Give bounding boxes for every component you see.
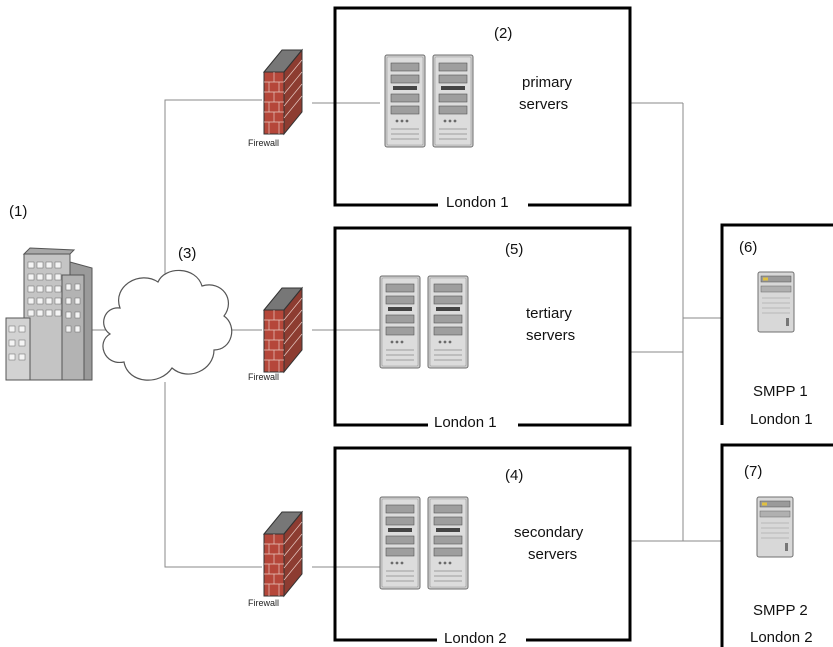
office-number: (1) — [9, 203, 27, 220]
connection-lines — [92, 99, 722, 568]
secondary-servers-box: (4) secondary servers London 2 — [333, 446, 632, 647]
server-icon — [756, 496, 794, 558]
secondary-label-line2: servers — [528, 546, 577, 563]
tertiary-site: London 1 — [434, 414, 497, 431]
internet-node: (3) — [102, 245, 233, 381]
smpp1-box: (6) SMPP 1 London 1 — [720, 223, 833, 428]
firewall-top: Firewall — [248, 49, 303, 148]
tertiary-label-line2: servers — [526, 327, 575, 344]
firewall-middle-caption: Firewall — [248, 372, 279, 382]
primary-label-line2: servers — [519, 96, 568, 113]
server-icon — [757, 271, 795, 333]
firewall-icon — [263, 511, 303, 597]
smpp2-box: (7) SMPP 2 London 2 — [720, 443, 833, 647]
tertiary-servers-box: (5) tertiary servers London 1 — [333, 226, 632, 431]
primary-number: (2) — [494, 25, 512, 42]
secondary-label-line1: secondary — [514, 524, 584, 541]
smpp2-number: (7) — [744, 463, 762, 480]
firewall-bottom: Firewall — [248, 511, 303, 608]
primary-site: London 1 — [446, 194, 509, 211]
smpp1-label-line2: London 1 — [750, 411, 813, 428]
smpp2-label-line2: London 2 — [750, 629, 813, 646]
primary-label-line1: primary — [522, 74, 573, 91]
tertiary-number: (5) — [505, 241, 523, 258]
firewall-bottom-caption: Firewall — [248, 598, 279, 608]
firewall-icon — [263, 287, 303, 373]
smpp2-label-line1: SMPP 2 — [753, 602, 808, 619]
server-icon — [427, 496, 469, 590]
server-icon — [427, 275, 469, 369]
firewall-icon — [263, 49, 303, 135]
server-icon — [384, 54, 426, 148]
smpp1-label-line1: SMPP 1 — [753, 383, 808, 400]
primary-servers-box: (2) primary servers London 1 — [333, 6, 632, 211]
secondary-number: (4) — [505, 467, 523, 484]
tertiary-label-line1: tertiary — [526, 305, 572, 322]
internet-number: (3) — [178, 245, 196, 262]
office-node: (1) — [5, 203, 93, 381]
building-icon — [5, 247, 93, 381]
server-icon — [379, 275, 421, 369]
cloud-icon — [102, 269, 233, 381]
server-icon — [379, 496, 421, 590]
firewall-top-caption: Firewall — [248, 138, 279, 148]
cloud-to-firewall-bottom-line — [164, 382, 262, 568]
cloud-to-firewall-top-line — [164, 99, 262, 280]
firewall-middle: Firewall — [248, 287, 303, 382]
smpp1-number: (6) — [739, 239, 757, 256]
secondary-site: London 2 — [444, 630, 507, 647]
server-icon — [432, 54, 474, 148]
